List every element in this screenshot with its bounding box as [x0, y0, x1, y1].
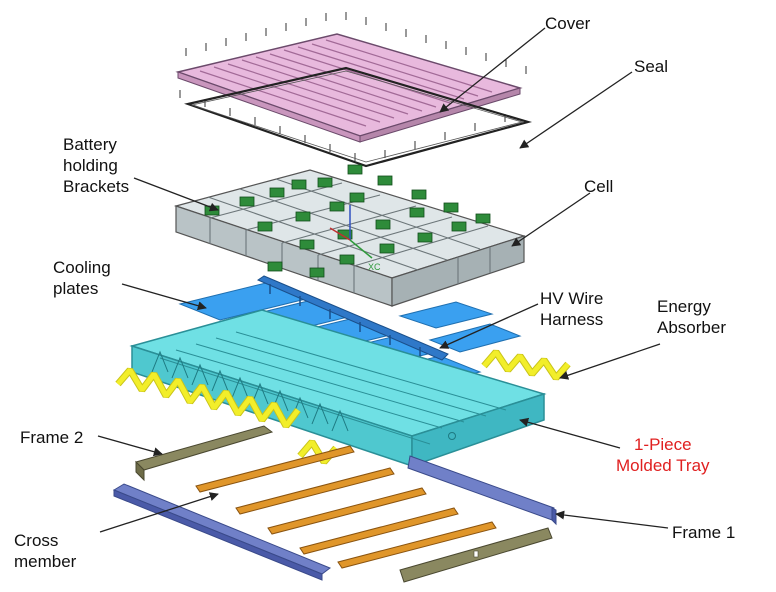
label-seal: Seal — [634, 57, 669, 76]
label-brackets-line2: holding — [63, 156, 118, 175]
arrow-cross — [99, 492, 219, 533]
axis-xc-label: XC — [368, 262, 381, 272]
label-cross-line2: member — [14, 552, 77, 571]
label-absorber-line2: Absorber — [657, 318, 726, 337]
arrow-cooling — [121, 283, 207, 311]
arrow-hv — [439, 303, 539, 349]
cross-members — [195, 445, 497, 569]
label-hv-line1: HV Wire — [540, 289, 604, 308]
arrow-frame1 — [555, 510, 669, 529]
label-frame-2: Frame 2 — [20, 428, 84, 447]
label-cell: Cell — [584, 177, 614, 196]
arrow-cell — [511, 192, 591, 247]
label-brackets-line1: Battery — [63, 135, 117, 154]
label-molded-tray: 1-Piece Molded Tray — [616, 434, 710, 476]
frame-1-rail-left — [112, 483, 332, 581]
label-tray-line2: Molded Tray — [616, 456, 710, 475]
arrow-frame2 — [97, 435, 163, 457]
label-cross-line1: Cross — [14, 531, 59, 550]
label-cooling-line2: plates — [53, 279, 99, 298]
label-cooling-plates: Cooling plates — [53, 257, 111, 299]
label-cover: Cover — [545, 14, 591, 33]
cover-part — [175, 12, 527, 161]
seal-part — [184, 66, 533, 168]
label-cross-member: Cross member — [14, 530, 76, 572]
arrow-tray — [519, 417, 621, 449]
coordinate-triad: XC — [329, 205, 381, 272]
label-energy-absorber: Energy Absorber — [657, 296, 726, 338]
frame-2-part — [135, 425, 274, 482]
label-brackets-line3: Brackets — [63, 177, 130, 196]
label-absorber-line1: Energy — [657, 297, 711, 316]
hv-wire-harness — [256, 275, 449, 361]
label-hv-line2: Harness — [540, 310, 604, 329]
label-battery-holding-brackets: Battery holding Brackets — [63, 134, 129, 197]
arrow-seal — [519, 71, 633, 149]
energy-absorber-right — [481, 349, 571, 381]
frame-1-part — [407, 455, 557, 526]
leader-arrows — [97, 27, 669, 533]
arrow-cover — [439, 27, 546, 113]
arrow-absorber — [559, 343, 661, 380]
label-hv-wire-harness: HV Wire Harness — [540, 288, 603, 330]
arrow-brackets — [133, 177, 219, 212]
label-tray-line1: 1-Piece — [633, 435, 692, 454]
label-cooling-line1: Cooling — [53, 258, 111, 277]
label-frame-1: Frame 1 — [672, 523, 736, 542]
frame-2-rail-right — [399, 527, 553, 583]
